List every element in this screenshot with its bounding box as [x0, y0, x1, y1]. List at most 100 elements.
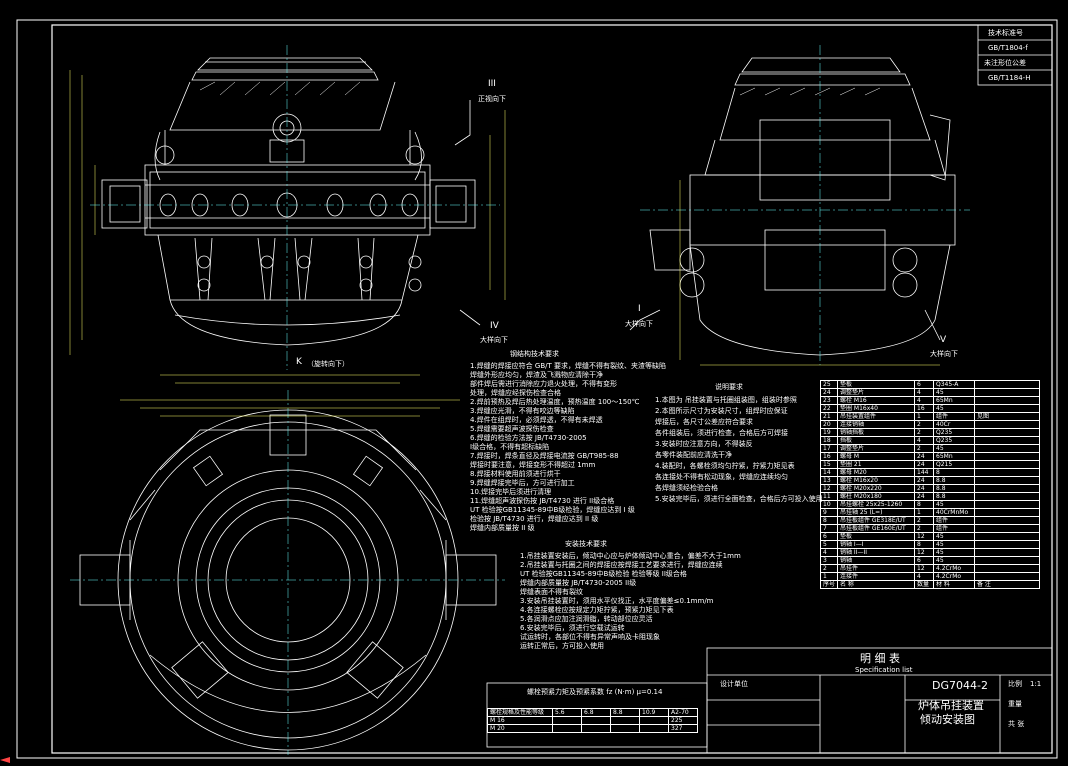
parts-cell [974, 380, 1041, 389]
parts-cell: 螺柱 M20x180 [837, 492, 916, 501]
install-req-line: UT 检验按GB11345-89中B级检验 检验等级 II级合格 [520, 570, 687, 578]
parts-cell: 螺母 M20 [837, 468, 916, 477]
origin-marker [0, 757, 10, 763]
tech-req-line: 2.焊前预热及焊后热处理温度，预热温度 100～150℃ [470, 398, 640, 406]
parts-cell [974, 476, 1041, 485]
parts-cell: 2 [914, 420, 935, 429]
tech-req-line: 10.焊接完毕后须进行清理 [470, 488, 552, 496]
torque-header-cell: 螺栓规格及性能等级 [487, 708, 553, 717]
parts-cell: 7 [819, 524, 839, 533]
parts-cell: 2 [819, 564, 839, 573]
parts-cell: 吊挂装置组件 [837, 412, 916, 421]
parts-cell: 25 [819, 380, 839, 389]
detail-notes-line: 各焊缝须经检验合格 [655, 484, 718, 492]
tech-req-line: 5.焊缝需要超声波探伤检查 [470, 425, 554, 433]
parts-cell: 6 [914, 556, 935, 565]
parts-cell: 8 [819, 516, 839, 525]
sheet-label: 共 张 [1008, 720, 1025, 728]
parts-cell [974, 468, 1041, 477]
tech-req-line: 焊接时要注意，焊接变形不得超过 1mm [470, 461, 596, 469]
torque-header-cell: 8.8 [610, 708, 640, 717]
parts-cell: 12 [914, 548, 935, 557]
install-req-line: 试运转时，各部位不得有异常声响及卡阻现象 [520, 633, 660, 641]
detail-notes-line: 焊接后，各尺寸公差应符合要求 [655, 418, 753, 426]
torque-row: M 20 327 [487, 724, 698, 733]
section-iii-label: III [488, 79, 496, 89]
parts-cell: 19 [819, 428, 839, 437]
parts-cell [974, 420, 1041, 429]
section-iv-marker [459, 309, 481, 326]
parts-cell: 1 [914, 412, 935, 421]
drawing-number: DG7044-2 [932, 679, 988, 692]
parts-cell: 调整垫片 [837, 388, 916, 397]
parts-cell: 22 [819, 404, 839, 413]
parts-cell: Q215 [933, 460, 976, 469]
parts-cell: 6 [914, 380, 935, 389]
spec-title-en: Specification list [855, 666, 913, 674]
front-view-centerlines [90, 45, 500, 370]
parts-cell [974, 484, 1041, 493]
parts-cell: 45 [933, 548, 976, 557]
parts-header-row: 序号名 称数量材 料备 注 [819, 580, 1041, 589]
detail-notes-line: 5.安装完毕后，须进行全面检查，合格后方可投入使用 [655, 495, 823, 503]
side-view-dimensions [679, 180, 940, 366]
parts-cell: 4.2CrMo [933, 572, 976, 581]
detail-notes-line: 2.本图所示尺寸为安装尺寸，组焊时应保证 [655, 407, 788, 415]
parts-cell: 5 [819, 540, 839, 549]
parts-cell: 8.8 [933, 476, 976, 485]
parts-cell: 21 [819, 412, 839, 421]
parts-cell: 螺栓 M16 [837, 396, 916, 405]
section-i-note: 大样向下 [625, 320, 653, 328]
parts-cell [974, 500, 1041, 509]
parts-cell: 3 [819, 556, 839, 565]
parts-cell: 组件 [933, 412, 976, 421]
view-k-note: （旋转向下） [307, 360, 349, 368]
tech-req-line: 4.焊件在组焊时，必须焊透，不得有未焊透 [470, 416, 603, 424]
parts-cell: 螺栓 M20x220 [837, 484, 916, 493]
torque-value-cell: 327 [668, 724, 698, 733]
parts-cell: Q345-A [933, 380, 976, 389]
section-v-marker [924, 309, 941, 341]
parts-cell: 4.2CrMo [933, 564, 976, 573]
install-req-line: 5.各润滑点应加注润滑脂，转动部位应灵活 [520, 615, 653, 623]
parts-cell [974, 404, 1041, 413]
parts-cell: 12 [914, 532, 935, 541]
tech-req-line: 11.焊缝超声波探伤按 JB/T4730 进行 II级合格 [470, 497, 615, 505]
parts-cell: 40Cr [933, 420, 976, 429]
install-req-line: 4.各连接螺栓应按规定力矩拧紧，预紧力矩见下表 [520, 606, 674, 614]
parts-cell [974, 524, 1041, 533]
parts-cell: 垫圈 21 [837, 460, 916, 469]
parts-cell [974, 388, 1041, 397]
parts-cell: 65Mn [933, 452, 976, 461]
parts-cell: 45 [933, 444, 976, 453]
install-req-line: 2.吊挂装置与托圈之间的焊接应按焊接工艺要求进行，焊缝应连续 [520, 561, 723, 569]
parts-cell [974, 540, 1041, 549]
parts-cell: 40CrMnMo [933, 508, 976, 517]
torque-size-cell: M 20 [487, 724, 553, 733]
torque-value-cell [581, 716, 611, 725]
parts-cell: 2 [914, 428, 935, 437]
parts-cell: 4 [914, 572, 935, 581]
company-label: 设计单位 [720, 680, 748, 688]
top-view-centerlines [70, 390, 505, 755]
torque-header-cell: 6.8 [581, 708, 611, 717]
tech-req-line: 检验按 JB/T4730 进行，焊缝应达到 II 级 [470, 515, 599, 523]
parts-cell: 见图 [974, 412, 1041, 421]
torque-value-cell [639, 716, 669, 725]
parts-cell: 12 [819, 484, 839, 493]
parts-cell: 销轴 [837, 556, 916, 565]
parts-cell: 24 [914, 476, 935, 485]
parts-cell: 1 [914, 508, 935, 517]
parts-cell [974, 444, 1041, 453]
parts-cell: 14 [819, 468, 839, 477]
standards-value-2: GB/T1184-H [988, 74, 1031, 82]
parts-cell: 24 [914, 484, 935, 493]
parts-cell [974, 492, 1041, 501]
tech-req-line: 1.焊缝的焊接应符合 GB/T 要求，焊缝不得有裂纹、夹渣等缺陷 [470, 362, 666, 370]
